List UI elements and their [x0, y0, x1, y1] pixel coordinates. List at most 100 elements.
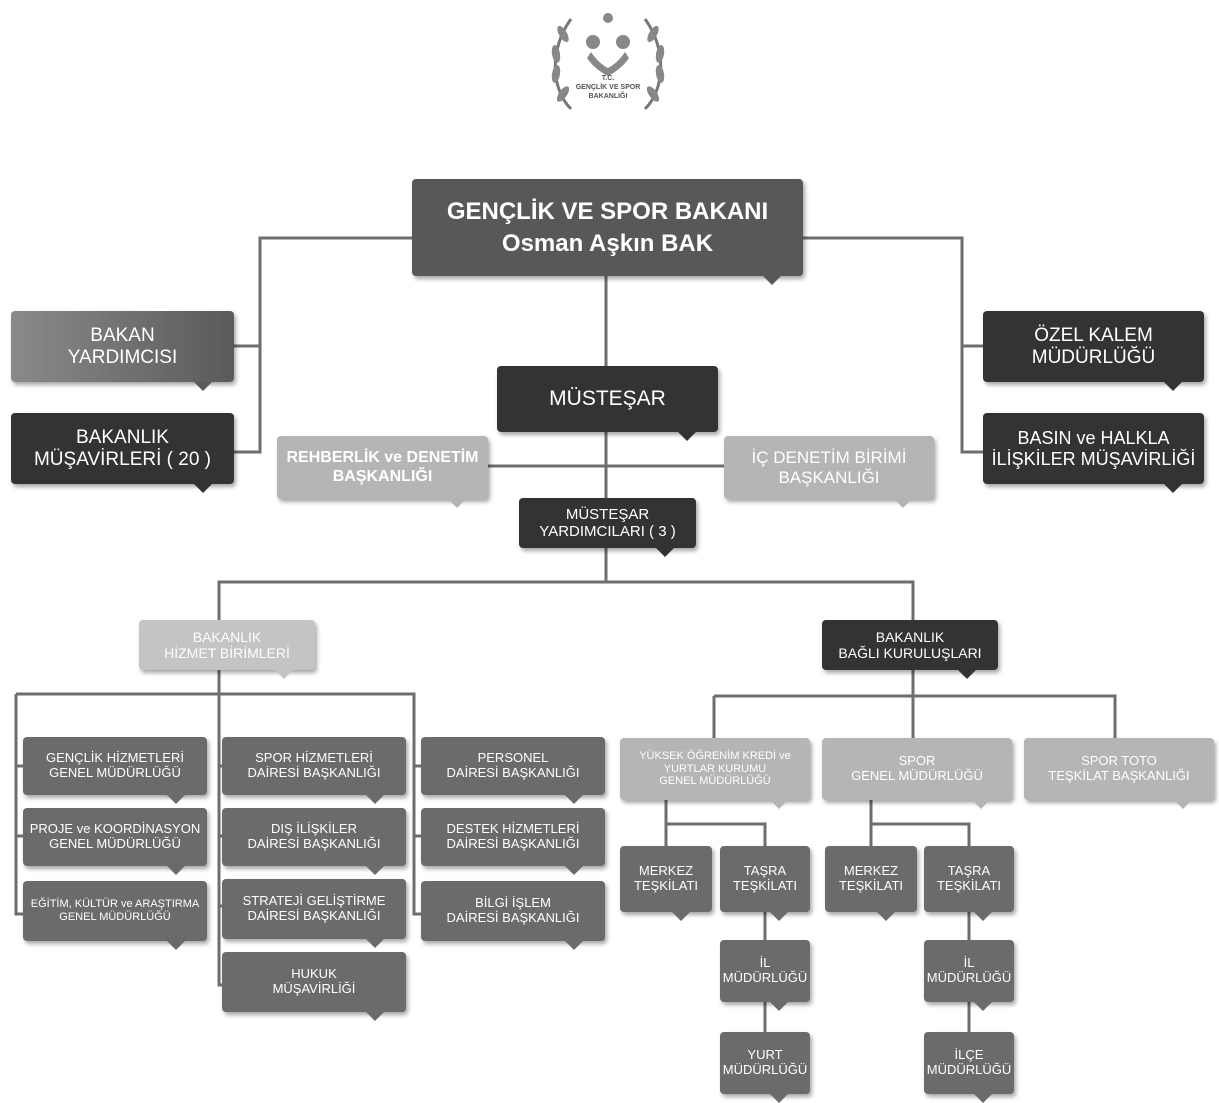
foreign-relations-line1: DIŞ İLİŞKİLER: [271, 821, 357, 837]
sgm-province-directorate-box[interactable]: İL MÜDÜRLÜĞÜ: [924, 940, 1014, 1011]
sgm-provincial-line2: TEŞKİLATI: [936, 878, 1002, 893]
strategy-development-line1: STRATEJİ GELİŞTİRME: [242, 893, 386, 909]
youth-services-line1: GENÇLİK HİZMETLERİ: [46, 750, 184, 766]
foreign-relations-dept-box[interactable]: DIŞ İLİŞKİLER DAİRESİ BAŞKANLIĞI: [222, 808, 406, 875]
kyk-yurt-line1: YURT: [747, 1047, 783, 1063]
education-culture-research-gd-box[interactable]: EĞİTİM, KÜLTÜR ve ARAŞTIRMA GENEL MÜDÜRL…: [23, 881, 207, 950]
kyk-provincial-line1: TAŞRA: [743, 863, 787, 879]
logo-text-line2: GENÇLİK VE SPOR: [575, 84, 641, 91]
deputy-minister-line1: BAKAN: [90, 324, 155, 346]
it-dept-box[interactable]: BİLGİ İŞLEM DAİRESİ BAŞKANLIĞI: [421, 881, 605, 950]
kyk-central-line2: TEŞKİLATI: [633, 878, 699, 893]
minister-name: Osman Aşkın BAK: [501, 229, 714, 257]
kyk-yurt-line2: MÜDÜRLÜĞÜ: [722, 1062, 808, 1077]
logo-text-line3: BAKANLIĞI: [588, 93, 628, 100]
minister-title: GENÇLİK VE SPOR BAKANI: [446, 197, 769, 225]
undersecretary-box[interactable]: MÜSTEŞAR: [497, 366, 718, 441]
deputy-undersecretaries-line1: MÜSTEŞAR: [565, 505, 650, 523]
sgm-district-directorate-box[interactable]: İLÇE MÜDÜRLÜĞÜ: [924, 1032, 1014, 1103]
kyk-provincial-line2: TEŞKİLATI: [732, 878, 798, 893]
internal-audit-box[interactable]: İÇ DENETİM BİRİMİ BAŞKANLIĞI: [724, 436, 934, 508]
education-culture-line2: GENEL MÜDÜRLÜĞÜ: [59, 911, 171, 923]
inspection-board-line2: BAŞKANLIĞI: [332, 467, 433, 485]
deputy-minister-box[interactable]: BAKAN YARDIMCISI: [11, 311, 234, 391]
it-line2: DAİRESİ BAŞKANLIĞI: [446, 910, 580, 925]
minister-box[interactable]: GENÇLİK VE SPOR BAKANI Osman Aşkın BAK: [412, 179, 803, 285]
kyk-province-directorate-box[interactable]: İL MÜDÜRLÜĞÜ: [720, 940, 810, 1011]
ministry-advisors-box[interactable]: BAKANLIK MÜŞAVİRLERİ ( 20 ): [11, 413, 234, 493]
legal-counsel-line2: MÜŞAVİRLİĞİ: [272, 981, 356, 996]
kyk-il-line2: MÜDÜRLÜĞÜ: [722, 970, 808, 985]
laurel-emblem-icon: [551, 13, 665, 111]
sports-gd-box[interactable]: SPOR GENEL MÜDÜRLÜĞÜ: [822, 738, 1012, 809]
sgm-ilce-line2: MÜDÜRLÜĞÜ: [926, 1062, 1012, 1077]
kyk-line3: GENEL MÜDÜRLÜĞÜ: [659, 775, 771, 788]
youth-services-line2: GENEL MÜDÜRLÜĞÜ: [49, 765, 181, 780]
spor-toto-line2: TEŞKİLAT BAŞKANLIĞI: [1048, 768, 1190, 783]
undersecretary-label: MÜSTEŞAR: [549, 386, 666, 410]
affiliated-header[interactable]: BAKANLIK BAĞLI KURULUŞLARI: [822, 620, 998, 679]
ministry-logo: T.C. GENÇLİK VE SPOR BAKANLIĞI: [541, 4, 675, 134]
affiliated-header-line2: BAĞLI KURULUŞLARI: [838, 645, 982, 661]
service-units-header[interactable]: BAKANLIK HİZMET BİRİMLERİ: [139, 620, 315, 679]
internal-audit-line1: İÇ DENETİM BİRİMİ: [751, 447, 907, 467]
ministry-advisors-line1: BAKANLIK: [76, 426, 169, 448]
it-line1: BİLGİ İŞLEM: [475, 895, 551, 911]
kyk-gd-box[interactable]: YÜKSEK ÖĞRENİM KREDİ ve YURTLAR KURUMU G…: [620, 738, 810, 809]
support-services-dept-box[interactable]: DESTEK HİZMETLERİ DAİRESİ BAŞKANLIĞI: [421, 808, 605, 875]
sports-gd-line1: SPOR: [898, 753, 936, 769]
sgm-central-line1: MERKEZ: [843, 863, 899, 879]
personnel-dept-box[interactable]: PERSONEL DAİRESİ BAŞKANLIĞI: [421, 737, 605, 804]
inspection-board-box[interactable]: REHBERLİK ve DENETİM BAŞKANLIĞI: [277, 436, 488, 508]
sports-services-line1: SPOR HİZMETLERİ: [255, 750, 373, 766]
sgm-ilce-line1: İLÇE: [954, 1047, 984, 1063]
sgm-central-line2: TEŞKİLATI: [838, 878, 904, 893]
deputy-undersecretaries-box[interactable]: MÜSTEŞAR YARDIMCILARI ( 3 ): [519, 498, 696, 557]
press-relations-box[interactable]: BASIN ve HALKLA İLİŞKİLER MÜŞAVİRLİĞİ: [983, 413, 1204, 493]
project-coordination-line1: PROJE ve KOORDİNASYON: [29, 821, 201, 837]
private-office-box[interactable]: ÖZEL KALEM MÜDÜRLÜĞÜ: [983, 311, 1204, 391]
sgm-provincial-org-box[interactable]: TAŞRA TEŞKİLATI: [924, 846, 1014, 921]
press-relations-line1: BASIN ve HALKLA: [1017, 427, 1170, 448]
spor-toto-line1: SPOR TOTO: [1081, 753, 1157, 769]
service-units-header-line2: HİZMET BİRİMLERİ: [164, 645, 290, 661]
kyk-provincial-org-box[interactable]: TAŞRA TEŞKİLATI: [720, 846, 810, 921]
private-office-line1: ÖZEL KALEM: [1034, 324, 1153, 346]
ministry-advisors-line2: MÜŞAVİRLERİ ( 20 ): [33, 448, 212, 470]
deputy-undersecretaries-line2: YARDIMCILARI ( 3 ): [539, 523, 676, 540]
affiliated-header-line1: BAKANLIK: [875, 628, 945, 645]
private-office-line2: MÜDÜRLÜĞÜ: [1031, 346, 1156, 368]
press-relations-line2: İLİŞKİLER MÜŞAVİRLİĞİ: [991, 448, 1196, 469]
service-units-header-line1: BAKANLIK: [192, 628, 262, 645]
kyk-il-line1: İL: [759, 955, 771, 971]
kyk-line2: YURTLAR KURUMU: [663, 762, 767, 775]
kyk-dormitory-directorate-box[interactable]: YURT MÜDÜRLÜĞÜ: [720, 1032, 810, 1103]
support-services-line1: DESTEK HİZMETLERİ: [446, 821, 580, 837]
personnel-line2: DAİRESİ BAŞKANLIĞI: [446, 765, 580, 780]
foreign-relations-line2: DAİRESİ BAŞKANLIĞI: [247, 836, 381, 851]
sgm-il-line1: İL: [963, 955, 975, 971]
spor-toto-box[interactable]: SPOR TOTO TEŞKİLAT BAŞKANLIĞI: [1024, 738, 1214, 809]
strategy-development-dept-box[interactable]: STRATEJİ GELİŞTİRME DAİRESİ BAŞKANLIĞI: [222, 879, 406, 948]
sports-services-dept-box[interactable]: SPOR HİZMETLERİ DAİRESİ BAŞKANLIĞI: [222, 737, 406, 804]
sports-gd-line2: GENEL MÜDÜRLÜĞÜ: [851, 768, 983, 783]
personnel-line1: PERSONEL: [477, 750, 549, 766]
education-culture-line1: EĞİTİM, KÜLTÜR ve ARAŞTIRMA: [30, 898, 200, 911]
youth-services-gd-box[interactable]: GENÇLİK HİZMETLERİ GENEL MÜDÜRLÜĞÜ: [23, 737, 207, 804]
project-coordination-line2: GENEL MÜDÜRLÜĞÜ: [49, 836, 181, 851]
sgm-central-org-box[interactable]: MERKEZ TEŞKİLATI: [825, 846, 917, 921]
sports-services-line2: DAİRESİ BAŞKANLIĞI: [247, 765, 381, 780]
legal-counsel-line1: HUKUK: [291, 966, 337, 982]
inspection-board-line1: REHBERLİK ve DENETİM: [286, 449, 479, 467]
kyk-central-line1: MERKEZ: [638, 863, 694, 879]
deputy-minister-line2: YARDIMCISI: [67, 346, 178, 368]
kyk-central-org-box[interactable]: MERKEZ TEŞKİLATI: [620, 846, 712, 921]
logo-text-tc: T.C.: [601, 75, 615, 82]
internal-audit-line2: BAŞKANLIĞI: [778, 467, 880, 487]
support-services-line2: DAİRESİ BAŞKANLIĞI: [446, 836, 580, 851]
kyk-line1: YÜKSEK ÖĞRENİM KREDİ ve: [639, 750, 791, 763]
sgm-il-line2: MÜDÜRLÜĞÜ: [926, 970, 1012, 985]
project-coordination-gd-box[interactable]: PROJE ve KOORDİNASYON GENEL MÜDÜRLÜĞÜ: [23, 808, 207, 875]
legal-counsel-box[interactable]: HUKUK MÜŞAVİRLİĞİ: [222, 952, 406, 1021]
